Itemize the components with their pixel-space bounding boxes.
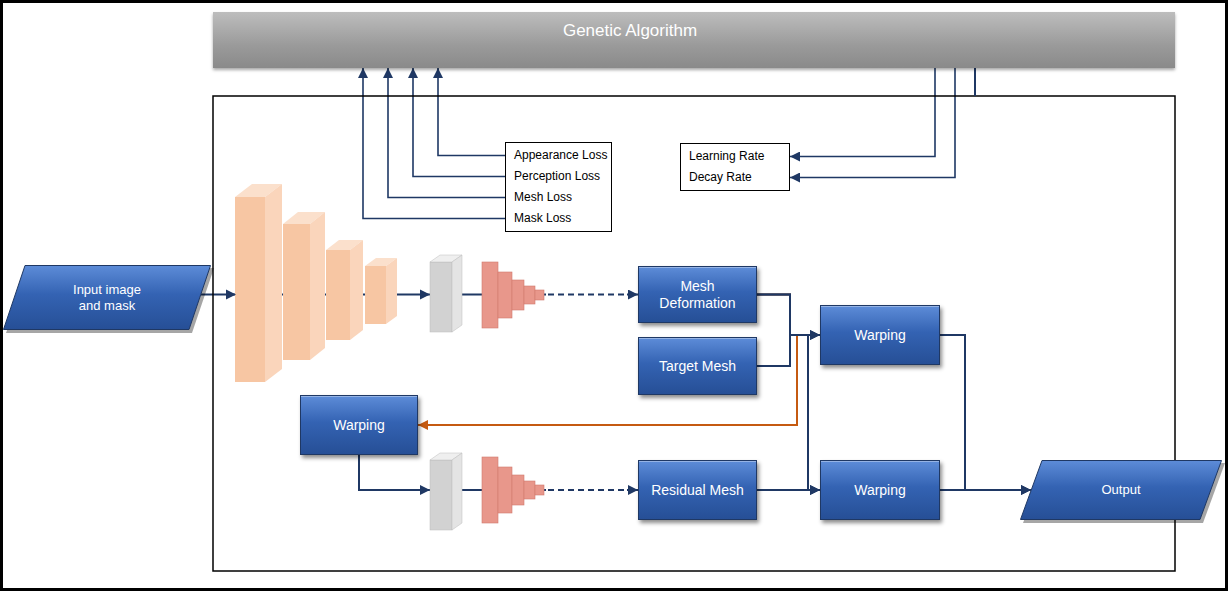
encoder-blocks — [235, 184, 397, 382]
decoder-pyramid — [498, 272, 512, 318]
node-text: Learning Rate — [689, 146, 764, 167]
connector — [757, 295, 820, 491]
connector — [757, 489, 820, 491]
encoder-blocks — [283, 224, 310, 360]
decoder-pyramid — [535, 290, 544, 300]
algorithm-band: Genetic Algorithm — [213, 12, 1175, 68]
parameter-list: Learning RateDecay Rate — [680, 143, 790, 191]
node-text: Mesh Loss — [514, 187, 572, 208]
output-parallelogram: Output — [1020, 460, 1222, 520]
connector — [757, 295, 820, 336]
decoder-pyramid — [482, 457, 498, 523]
node-text: Warping — [854, 482, 906, 499]
connector — [388, 68, 505, 198]
encoder-blocks — [310, 212, 325, 360]
dashed-continuation — [548, 489, 626, 491]
node-text: Output — [1101, 482, 1140, 498]
loss-list: Appearance LossPerception LossMesh LossM… — [505, 142, 612, 232]
node-text: Input image and mask — [61, 282, 153, 314]
decoder-pyramid — [512, 280, 524, 310]
connector — [438, 68, 505, 156]
connector — [413, 68, 505, 177]
latent-block — [430, 460, 452, 530]
node-text: Residual Mesh — [651, 482, 744, 499]
dashed-continuation — [546, 288, 627, 497]
node-text: Genetic Algorithm — [563, 21, 697, 41]
connector — [790, 68, 955, 178]
dashed-continuation — [546, 288, 627, 301]
process-box: Residual Mesh — [638, 460, 757, 520]
connector — [940, 335, 1031, 490]
process-box: Warping — [820, 305, 940, 365]
connector — [940, 489, 1031, 491]
connector — [757, 335, 820, 366]
decoder-pyramid — [482, 262, 544, 523]
node-text: Mask Loss — [514, 208, 571, 229]
dashed-continuation — [546, 483, 627, 497]
decoder-pyramid — [498, 467, 512, 513]
latent-block — [430, 262, 452, 332]
latent-block — [452, 453, 462, 530]
decoder-pyramid — [524, 481, 535, 499]
encoder-blocks — [350, 240, 363, 340]
flow-arrowheads — [226, 290, 430, 496]
process-box: Warping — [300, 395, 418, 455]
decoder-pyramid — [535, 485, 544, 495]
connector — [790, 68, 935, 157]
node-text: Appearance Loss — [514, 145, 607, 166]
node-text: Mesh Deformation — [649, 278, 746, 312]
node-text: Warping — [333, 417, 385, 434]
node-text: Perception Loss — [514, 166, 600, 187]
encoder-blocks — [386, 258, 397, 324]
decoder-pyramid — [512, 475, 524, 505]
node-text: Decay Rate — [689, 167, 752, 188]
flow-arrowheads — [226, 290, 236, 300]
node-text: Warping — [854, 327, 906, 344]
decoder-pyramid — [524, 286, 535, 304]
process-box: Mesh Deformation — [638, 266, 757, 323]
connector — [363, 68, 505, 219]
encoder-blocks — [265, 184, 282, 382]
flow-arrowheads — [420, 485, 430, 495]
node-text: Target Mesh — [659, 358, 736, 375]
latent-block — [430, 255, 462, 530]
parallelogram-shape — [1021, 461, 1222, 520]
encoder-blocks — [365, 266, 386, 324]
flow-arrowheads — [420, 290, 430, 300]
frame-link — [974, 68, 976, 96]
process-box: Warping — [820, 460, 940, 520]
process-box: Target Mesh — [638, 337, 757, 395]
latent-block — [452, 255, 462, 332]
input-parallelogram: Input image and mask — [3, 265, 211, 330]
decoder-pyramid — [482, 262, 498, 328]
dashed-continuation — [548, 294, 626, 296]
encoder-blocks — [326, 250, 350, 340]
parallelogram-shape — [4, 266, 211, 330]
encoder-blocks — [235, 197, 265, 382]
